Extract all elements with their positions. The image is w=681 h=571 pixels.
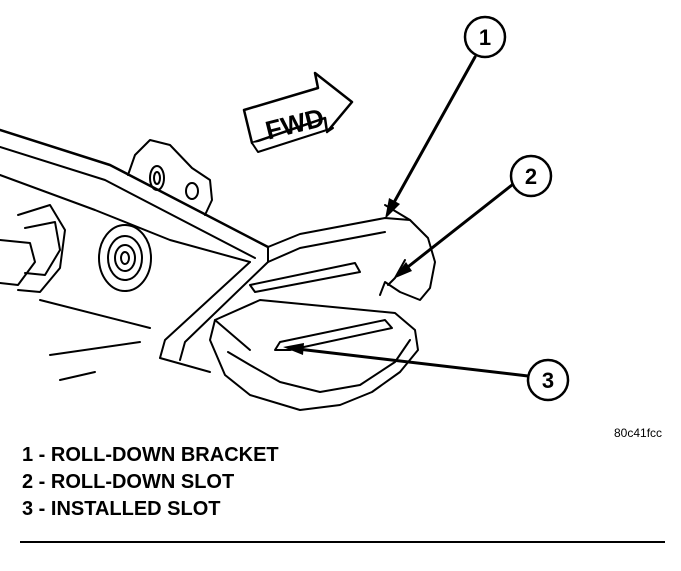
bracket-illustration: FWD 1 2 3 — [0, 15, 570, 411]
callout-circle-2 — [509, 154, 553, 198]
legend-item-2: 2 - ROLL-DOWN SLOT — [22, 471, 235, 493]
callout-circle-1 — [463, 15, 507, 59]
callout-number-2: 2 — [525, 164, 537, 189]
legend-item-1: 1 - ROLL-DOWN BRACKET — [22, 444, 279, 466]
lower-bracket — [209, 299, 419, 411]
roll-down-bracket — [249, 204, 436, 301]
mounting-tab — [127, 139, 213, 216]
leader-arrowhead-1 — [385, 198, 400, 219]
callout-legend: 1 - ROLL-DOWN BRACKET 2 - ROLL-DOWN SLOT… — [22, 442, 279, 523]
leader-lines — [296, 55, 530, 378]
leader-arrowhead-2 — [393, 262, 412, 279]
callout-number-3: 3 — [542, 368, 554, 393]
callout-number-1: 1 — [479, 25, 491, 50]
fwd-arrow-icon: FWD — [242, 71, 354, 153]
bottom-divider — [20, 541, 665, 543]
legend-item-3: 3 - INSTALLED SLOT — [22, 498, 221, 520]
leader-arrowhead-3 — [283, 343, 304, 355]
figure-id: 80c41fcc — [614, 426, 663, 440]
fasteners — [0, 204, 152, 293]
callout-circle-3 — [526, 358, 570, 402]
frame-rail — [0, 128, 270, 381]
